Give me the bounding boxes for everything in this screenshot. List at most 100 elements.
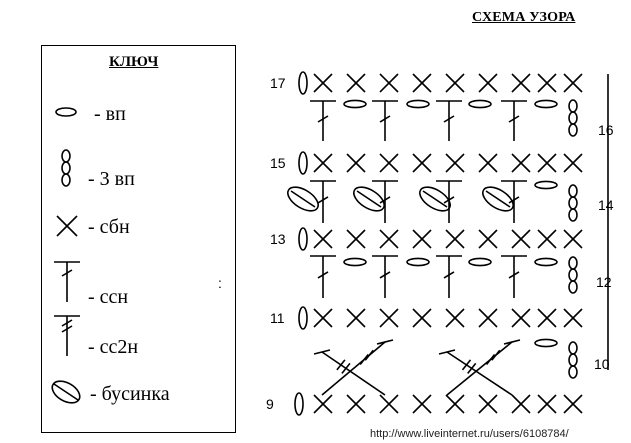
double-crochet-symbol xyxy=(310,255,336,298)
key-label-treble-crochet: - сс2н xyxy=(88,336,139,358)
key-title: КЛЮЧ xyxy=(109,54,159,70)
single-crochet-symbol xyxy=(563,73,583,93)
row-number-right: 16 xyxy=(598,122,614,138)
double-crochet-symbol xyxy=(372,180,398,223)
double-crochet-symbol xyxy=(310,100,336,141)
single-crochet-symbol xyxy=(478,73,498,93)
single-crochet-symbol xyxy=(445,308,465,328)
chain-stitch-symbol xyxy=(534,338,558,348)
chain-stitch-symbol xyxy=(294,392,304,416)
key-label-chain: - вп xyxy=(94,103,126,125)
chain-stitch-symbol xyxy=(406,99,430,109)
double-crochet-symbol xyxy=(372,100,398,141)
row-number-left: 9 xyxy=(266,396,274,412)
double-crochet-symbol xyxy=(436,100,462,141)
row-number-left: 11 xyxy=(270,310,285,326)
treble-crochet-icon xyxy=(54,315,80,356)
bead-symbol xyxy=(353,186,385,212)
single-crochet-row xyxy=(313,153,583,173)
key-label-double-crochet: - ссн xyxy=(88,286,129,308)
double-crochet-symbol xyxy=(310,180,336,223)
chain-stitch-symbol xyxy=(534,99,558,109)
single-crochet-symbol xyxy=(379,73,399,93)
bead-symbol xyxy=(419,186,451,212)
single-crochet-symbol xyxy=(346,153,366,173)
double-crochet-icon xyxy=(54,261,80,302)
key-label-single-crochet: - сбн xyxy=(88,216,130,238)
row-number-right: 12 xyxy=(596,274,612,290)
chain-stitch-symbol xyxy=(468,99,492,109)
single-crochet-symbol xyxy=(346,229,366,249)
single-crochet-symbol xyxy=(478,308,498,328)
single-crochet-symbol xyxy=(511,153,531,173)
single-crochet-symbol xyxy=(537,394,557,414)
single-crochet-symbol xyxy=(346,73,366,93)
bead-icon xyxy=(51,380,81,404)
chain-stitch-symbol xyxy=(298,151,308,175)
chain-stitch-symbol xyxy=(534,180,558,190)
single-crochet-symbol xyxy=(313,153,333,173)
single-crochet-symbol xyxy=(412,394,432,414)
single-crochet-symbol xyxy=(537,308,557,328)
double-crochet-symbol xyxy=(436,255,462,298)
three-chain-symbol xyxy=(568,341,578,379)
chain-stitch-symbol xyxy=(298,71,308,95)
single-crochet-symbol xyxy=(379,308,399,328)
single-crochet-row xyxy=(313,229,583,249)
row-number-right: 10 xyxy=(594,356,610,372)
single-crochet-symbol xyxy=(563,308,583,328)
single-crochet-symbol xyxy=(346,394,366,414)
row-number-left: 13 xyxy=(270,231,286,247)
key-label-bead: - бусинка xyxy=(90,383,170,405)
chain-stitch-symbol xyxy=(298,306,308,330)
bead-symbol xyxy=(287,186,319,212)
single-crochet-icon xyxy=(56,215,78,237)
single-crochet-symbol xyxy=(313,229,333,249)
single-crochet-symbol xyxy=(511,229,531,249)
single-crochet-symbol xyxy=(511,308,531,328)
double-crochet-symbol xyxy=(501,180,527,223)
bead-symbol xyxy=(482,186,514,212)
single-crochet-symbol xyxy=(537,229,557,249)
single-crochet-symbol xyxy=(563,153,583,173)
single-crochet-symbol xyxy=(445,73,465,93)
single-crochet-symbol xyxy=(313,308,333,328)
single-crochet-row xyxy=(313,308,583,328)
single-crochet-symbol xyxy=(346,308,366,328)
single-crochet-symbol xyxy=(445,153,465,173)
single-crochet-symbol xyxy=(379,153,399,173)
source-url: http://www.liveinternet.ru/users/6108784… xyxy=(370,428,569,440)
chain-stitch-icon xyxy=(55,107,77,117)
three-chain-icon xyxy=(61,149,71,187)
row-number-right: 14 xyxy=(598,197,614,213)
three-chain-symbol xyxy=(568,256,578,294)
single-crochet-symbol xyxy=(563,229,583,249)
single-crochet-symbol xyxy=(563,394,583,414)
single-crochet-symbol xyxy=(412,308,432,328)
single-crochet-symbol xyxy=(412,229,432,249)
single-crochet-row xyxy=(313,394,583,414)
key-legend: КЛЮЧ - вп - 3 вп - сбн - ссн - сс2н - бу… xyxy=(41,45,236,433)
single-crochet-symbol xyxy=(537,73,557,93)
chain-stitch-symbol xyxy=(468,257,492,267)
double-crochet-symbol xyxy=(501,100,527,141)
chain-stitch-symbol xyxy=(343,257,367,267)
three-chain-symbol xyxy=(568,99,578,137)
double-crochet-symbol xyxy=(501,255,527,298)
single-crochet-symbol xyxy=(412,153,432,173)
single-crochet-symbol xyxy=(313,73,333,93)
single-crochet-symbol xyxy=(511,73,531,93)
stray-mark: : xyxy=(218,275,222,291)
chain-stitch-symbol xyxy=(406,257,430,267)
single-crochet-symbol xyxy=(379,229,399,249)
single-crochet-symbol xyxy=(511,394,531,414)
single-crochet-symbol xyxy=(478,153,498,173)
row-number-left: 15 xyxy=(270,155,286,171)
single-crochet-row xyxy=(313,73,583,93)
chain-stitch-symbol xyxy=(343,99,367,109)
three-chain-symbol xyxy=(568,184,578,222)
key-label-three-chain: - 3 вп xyxy=(88,168,135,190)
single-crochet-symbol xyxy=(478,229,498,249)
scheme-title: СХЕМА УЗОРА xyxy=(472,10,576,25)
